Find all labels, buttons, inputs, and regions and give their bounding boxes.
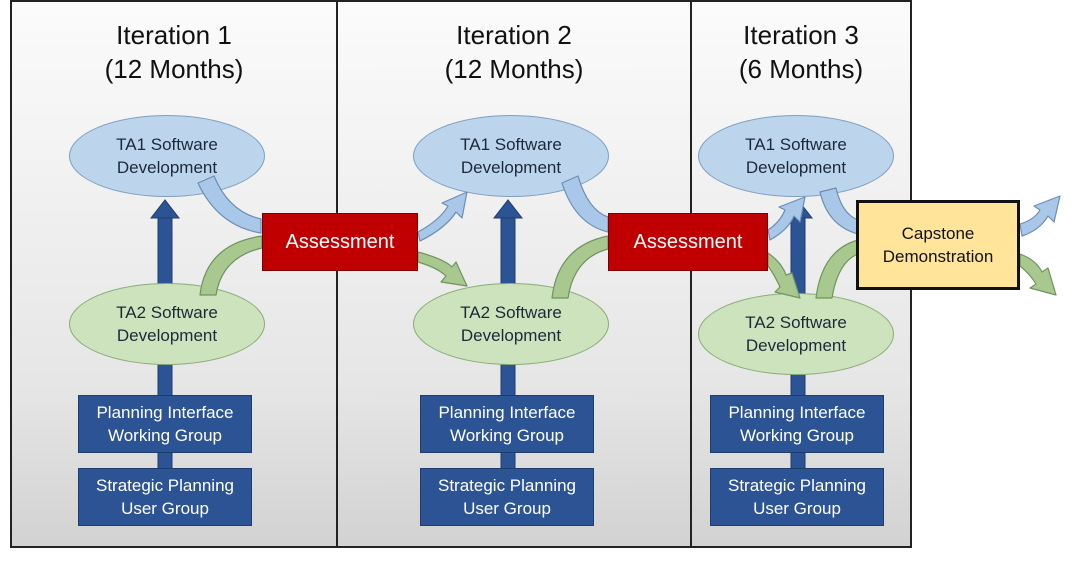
capstone-demonstration-box: Capstone Demonstration	[856, 200, 1020, 290]
iteration-3-title: Iteration 3 (6 Months)	[692, 18, 910, 86]
ta1-to-assessment-1-arrow-icon	[197, 175, 262, 234]
iteration-2-piwg-line2: Working Group	[449, 426, 564, 445]
assessment-1-to-ta1-arrow-icon	[417, 191, 468, 242]
iteration-1-title: Iteration 1 (12 Months)	[12, 18, 336, 86]
iteration-3-spug-line2: User Group	[753, 499, 841, 518]
iteration-2-ta1-line1: TA1 Software	[460, 135, 562, 154]
ta1-to-assessment-2-arrow-icon	[561, 175, 609, 233]
iteration-1-up-arrow-icon	[149, 199, 181, 219]
iteration-1-ta2-line1: TA2 Software	[116, 303, 218, 322]
iteration-2-piwg-line1: Planning Interface	[438, 403, 576, 422]
capstone-line2: Demonstration	[882, 247, 994, 266]
iteration-2-up-arrow-icon	[492, 199, 524, 219]
iteration-1-spug-line2: User Group	[121, 499, 209, 518]
iteration-2-ta2-line2: Development	[460, 326, 562, 345]
iteration-1-piwg-line1: Planning Interface	[96, 403, 234, 422]
ta1-to-capstone-arrow-icon	[819, 187, 859, 235]
iteration-3-ta1-line1: TA1 Software	[745, 135, 847, 154]
iteration-2-title: Iteration 2 (12 Months)	[338, 18, 690, 86]
assessment-2-to-ta2-arrow-icon	[767, 252, 801, 299]
iteration-3-ta1-line2: Development	[745, 158, 847, 177]
iteration-2-spug-line1: Strategic Planning	[438, 476, 576, 495]
iteration-2-ta2-ellipse: TA2 Software Development	[413, 283, 609, 365]
iteration-3-ta1-ellipse: TA1 Software Development	[698, 115, 894, 197]
iteration-2-planning-interface-box: Planning Interface Working Group	[420, 395, 594, 453]
assessment-1-to-ta2-arrow-icon	[417, 251, 468, 287]
capstone-output-down-arrow-icon	[1019, 253, 1057, 296]
iteration-1-ta2-ellipse: TA2 Software Development	[69, 283, 265, 365]
ta2-to-assessment-1-arrow-icon	[199, 235, 263, 296]
iteration-1-piwg-line2: Working Group	[107, 426, 222, 445]
iteration-2-spug-line2: User Group	[463, 499, 551, 518]
iteration-1-spug-line1: Strategic Planning	[96, 476, 234, 495]
iteration-2-duration: (12 Months)	[444, 54, 584, 84]
iteration-1-ta1-line1: TA1 Software	[116, 135, 218, 154]
iteration-1-strategic-planning-box: Strategic Planning User Group	[78, 468, 252, 526]
iteration-2-ta1-line2: Development	[460, 158, 562, 177]
iteration-1-name: Iteration 1	[116, 20, 232, 50]
iteration-3-planning-interface-box: Planning Interface Working Group	[710, 395, 884, 453]
capstone-output-up-arrow-icon	[1019, 195, 1061, 237]
iteration-2-strategic-planning-box: Strategic Planning User Group	[420, 468, 594, 526]
iteration-1-duration: (12 Months)	[104, 54, 244, 84]
iteration-3-strategic-planning-box: Strategic Planning User Group	[710, 468, 884, 526]
assessment-2-box: Assessment	[608, 213, 768, 271]
iteration-2-name: Iteration 2	[456, 20, 572, 50]
iteration-3-spug-line1: Strategic Planning	[728, 476, 866, 495]
assessment-2-to-ta1-arrow-icon	[767, 196, 806, 241]
ta2-to-capstone-arrow-icon	[815, 239, 859, 299]
iteration-3-piwg-line1: Planning Interface	[728, 403, 866, 422]
assessment-1-box: Assessment	[262, 213, 418, 271]
iteration-1-planning-interface-box: Planning Interface Working Group	[78, 395, 252, 453]
iteration-1-ta2-line2: Development	[116, 326, 218, 345]
assessment-1-label: Assessment	[285, 230, 395, 253]
iteration-2-ta2-line1: TA2 Software	[460, 303, 562, 322]
iteration-3-name: Iteration 3	[743, 20, 859, 50]
iteration-1-ta1-line2: Development	[116, 158, 218, 177]
iteration-3-duration: (6 Months)	[738, 54, 864, 84]
ta2-to-assessment-2-arrow-icon	[551, 235, 609, 299]
iteration-3-ta2-line1: TA2 Software	[745, 313, 847, 332]
iteration-3-ta2-line2: Development	[745, 336, 847, 355]
capstone-line1: Capstone	[901, 224, 975, 243]
iteration-1-panel: Iteration 1 (12 Months)	[10, 0, 338, 548]
iteration-3-piwg-line2: Working Group	[739, 426, 854, 445]
assessment-2-label: Assessment	[633, 230, 743, 253]
iteration-1-ta1-ellipse: TA1 Software Development	[69, 115, 265, 197]
